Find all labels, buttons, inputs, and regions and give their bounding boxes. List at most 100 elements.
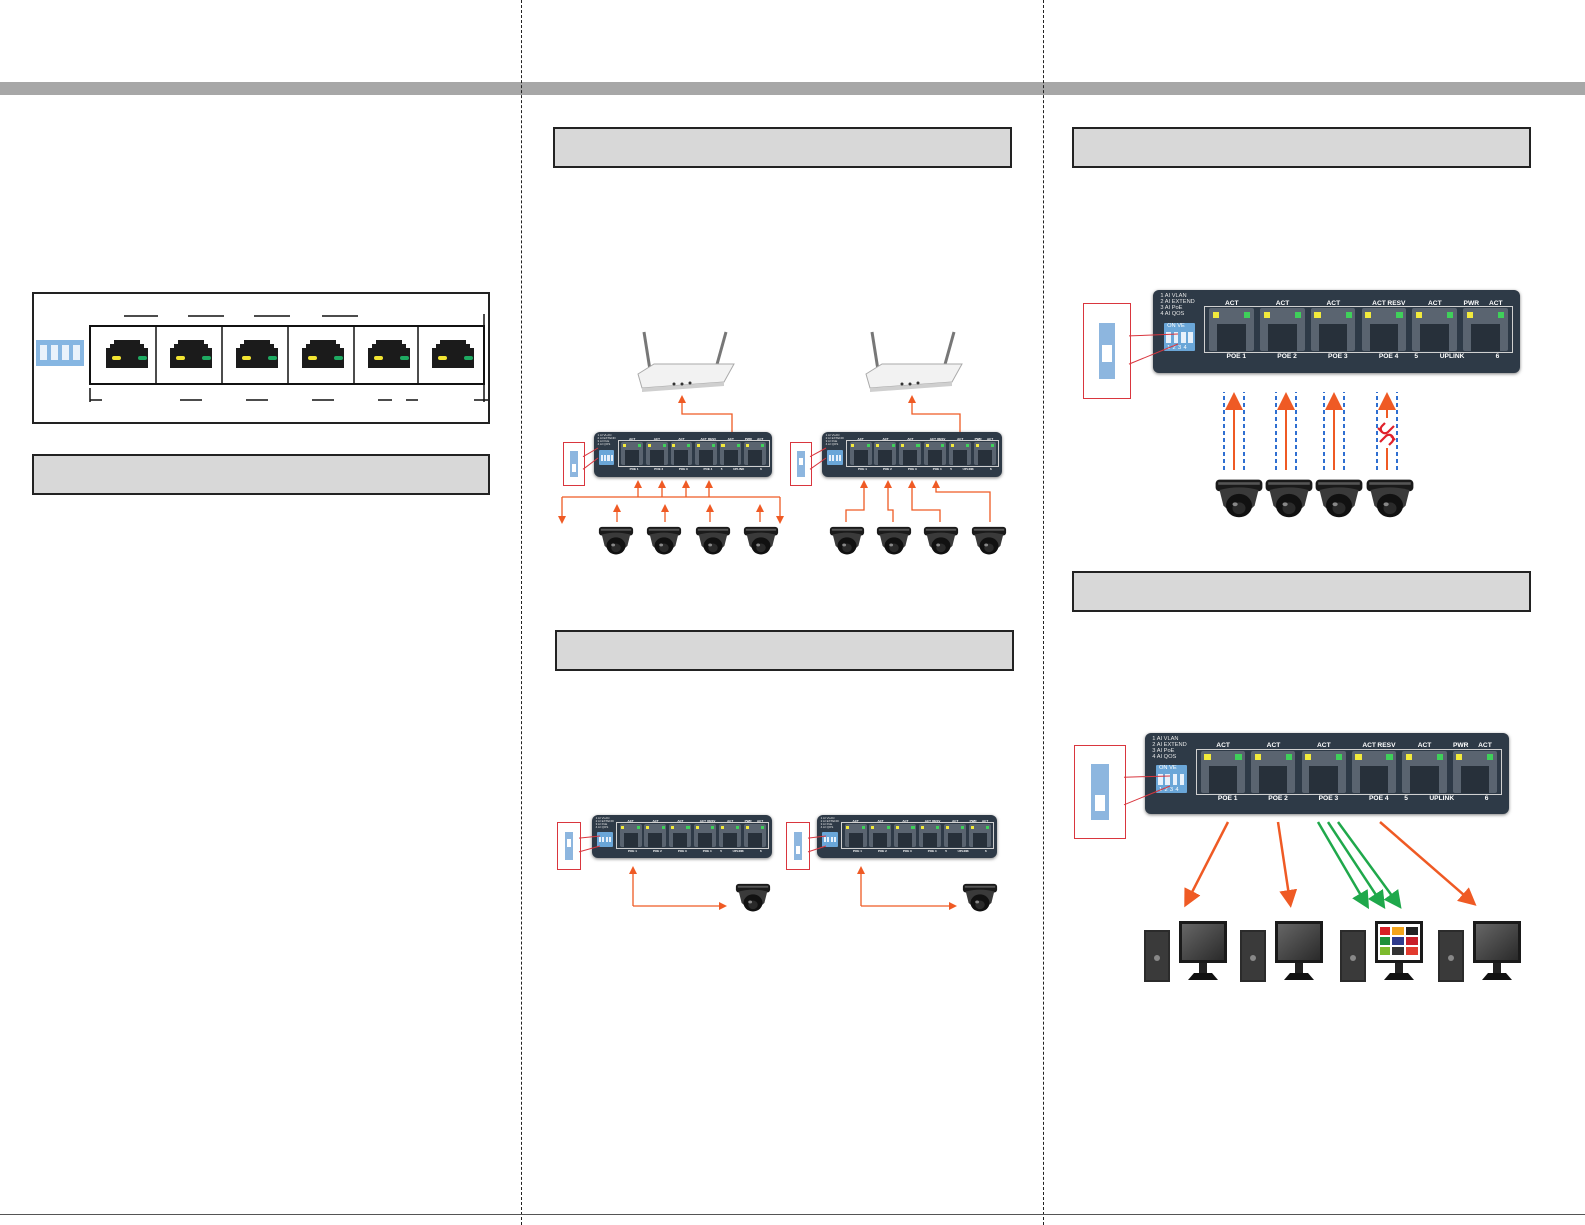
dip-switch[interactable] [822, 832, 838, 847]
ethernet-port-1[interactable] [1200, 750, 1246, 793]
ethernet-port-4[interactable] [1351, 750, 1397, 793]
dome-camera-icon [875, 525, 913, 562]
section-header-col1 [32, 454, 490, 495]
ethernet-port-3[interactable] [669, 824, 692, 847]
ethernet-port-1[interactable] [849, 441, 872, 466]
port-bottom-label: POE 1 [1226, 353, 1247, 361]
ethernet-port-6[interactable] [1463, 308, 1508, 352]
port-bottom-label: 6 [1484, 794, 1489, 802]
ethernet-port-1[interactable] [621, 441, 643, 466]
port-bottom-label: POE 1 [853, 848, 862, 853]
port-top-label: ACT [929, 436, 936, 441]
port-frame [846, 439, 1000, 468]
dome-camera-icon [1263, 477, 1315, 526]
port-bottom-label: POE 3 [1328, 353, 1348, 361]
port-bottom-label: 5 [1404, 794, 1408, 802]
port-bottom-label: POE 1 [1217, 794, 1238, 802]
port-bottom-label: 6 [760, 467, 762, 472]
dip-number-labels: 1234 [1159, 786, 1181, 793]
section-header-extend [555, 630, 1014, 671]
port-top-label: ACT [629, 436, 636, 441]
header-bar [0, 82, 1585, 95]
dome-camera-icon [742, 525, 780, 562]
ethernet-port-1[interactable] [844, 824, 867, 847]
ethernet-port-4[interactable] [924, 441, 947, 466]
ethernet-port-2[interactable] [645, 441, 668, 466]
port-top-label: ACT [1216, 742, 1230, 750]
ethernet-port-4[interactable] [695, 441, 717, 466]
port-bottom-label: POE 1 [629, 467, 639, 472]
ethernet-port-5[interactable] [719, 441, 742, 466]
port-bottom-label: POE 4 [1368, 794, 1389, 802]
dip-switch[interactable] [827, 450, 843, 466]
ethernet-port-5[interactable] [1402, 750, 1447, 793]
ethernet-port-4[interactable] [694, 824, 717, 847]
ethernet-port-3[interactable] [670, 441, 693, 466]
dip-toggle-zoom [565, 832, 573, 860]
port-top-label: ACT [877, 819, 884, 824]
ethernet-port-3[interactable] [1310, 308, 1356, 352]
port-bottom-label: UPLINK [962, 467, 974, 472]
ethernet-port-2[interactable] [869, 824, 892, 847]
ethernet-port-4[interactable] [1361, 308, 1407, 352]
ethernet-port-2[interactable] [644, 824, 667, 847]
ethernet-port-1[interactable] [619, 824, 642, 847]
ethernet-port-5[interactable] [1412, 308, 1457, 352]
ethernet-port-3[interactable] [1301, 750, 1346, 793]
dip-on-label: ON VE [1159, 765, 1177, 772]
ethernet-port-6[interactable] [744, 441, 767, 466]
port-top-label: ACT [1428, 299, 1442, 307]
port-top-label: ACT [1326, 299, 1341, 307]
port-bottom-label: POE 4 [702, 848, 712, 853]
ethernet-port-6[interactable] [974, 441, 996, 466]
ethernet-port-4[interactable] [919, 824, 942, 847]
ethernet-port-2[interactable] [1251, 750, 1296, 793]
ethernet-port-3[interactable] [899, 441, 922, 466]
dip-toggle-zoom [570, 451, 578, 477]
port-bottom-label: POE 2 [652, 848, 662, 853]
port-top-label: ACT [1488, 299, 1503, 307]
dip-toggle-zoom [797, 451, 805, 477]
port-frame [1204, 306, 1513, 354]
switch-legend: 1 AI VLAN 2 AI EXTEND 3 AI PoE 4 AI QOS [1152, 736, 1187, 761]
port-top-label: ACT [1224, 299, 1239, 307]
port-bottom-label: POE 3 [677, 848, 687, 853]
dip-switch[interactable]: ON VE 1234 [1155, 765, 1187, 793]
port-top-label: ACT [852, 819, 859, 824]
port-top-label: ACT [982, 819, 989, 824]
port-bottom-label: UPLINK [733, 467, 745, 472]
footer-rule [0, 1214, 1585, 1215]
ethernet-port-2[interactable] [1260, 308, 1305, 352]
dome-camera-icon [1213, 477, 1265, 526]
ethernet-port-2[interactable] [874, 441, 897, 466]
ethernet-port-3[interactable] [894, 824, 917, 847]
port-top-label: PWR [744, 436, 752, 441]
port-bottom-label: POE 2 [877, 848, 887, 853]
port-top-label: ACT [653, 436, 660, 441]
column-divider [1043, 0, 1044, 1225]
switch-legend: 1 AI VLAN 2 AI EXTEND 3 AI PoE 4 AI QOS [1160, 293, 1195, 318]
section-header-vlan [553, 127, 1012, 168]
port-top-label: ACT [1362, 742, 1376, 750]
ethernet-port-6[interactable] [969, 824, 991, 847]
dome-camera-icon [828, 525, 866, 562]
ethernet-port-5[interactable] [719, 824, 742, 847]
port-top-label: ACT [882, 436, 889, 441]
dip-switch[interactable] [599, 450, 615, 466]
desktop-pc-icon [1238, 920, 1328, 987]
port-bottom-label: UPLINK [957, 848, 969, 853]
port-bottom-label: POE 4 [932, 467, 942, 472]
port-bottom-label: UPLINK [732, 848, 744, 853]
dome-camera-icon [597, 525, 635, 562]
ethernet-port-6[interactable] [744, 824, 766, 847]
ethernet-port-1[interactable] [1209, 308, 1254, 352]
port-top-label: ACT [627, 819, 634, 824]
desktop-pc-icon [1142, 920, 1232, 987]
port-bottom-label: 5 [720, 467, 723, 472]
dip-switch[interactable] [597, 832, 613, 847]
ethernet-port-5[interactable] [944, 824, 967, 847]
ethernet-port-6[interactable] [1452, 750, 1497, 793]
ethernet-port-5[interactable] [949, 441, 972, 466]
